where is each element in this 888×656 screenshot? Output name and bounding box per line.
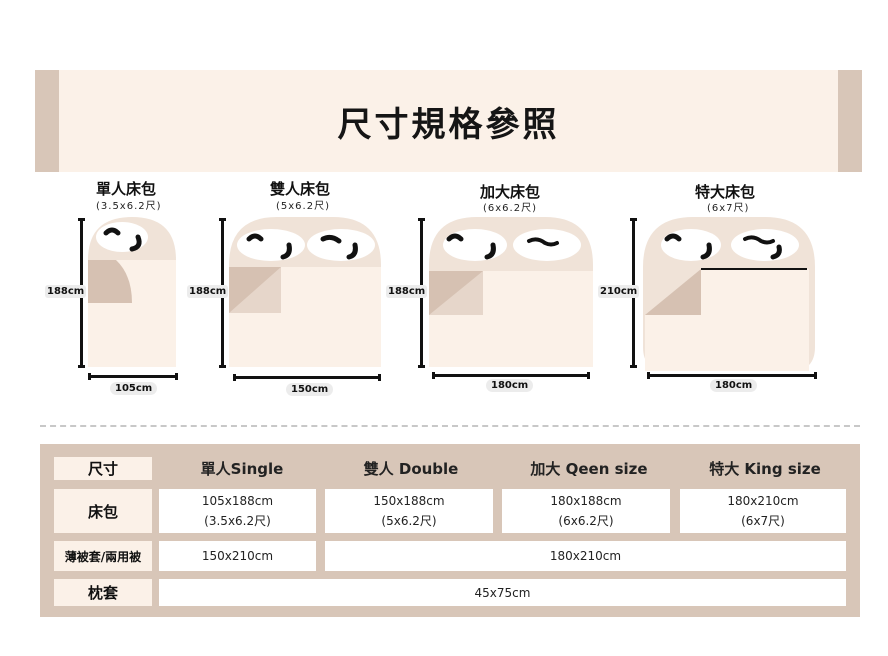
width-label-single: 105cm	[110, 382, 158, 395]
table-header-size: 尺寸	[54, 457, 152, 480]
bed-name-king: 特大床包	[695, 183, 756, 201]
dashed-divider	[40, 425, 860, 427]
bed-size-feet-queen: (6x6.2尺)	[483, 203, 537, 214]
table-cell: 180x210cm (6x7尺)	[680, 489, 846, 533]
height-label-double: 188cm	[187, 285, 229, 298]
header-banner-inner: 尺寸規格參照	[59, 70, 838, 172]
bed-name-single: 單人床包	[96, 180, 157, 198]
table-cell: 105x188cm (3.5x6.2尺)	[159, 489, 316, 533]
bed-illustration-queen	[429, 217, 593, 367]
table-cell: 180x188cm (6x6.2尺)	[502, 489, 670, 533]
table-row-label-duvet-cover: 薄被套/兩用被	[54, 541, 152, 571]
table-header-double: 雙人 Double	[363, 459, 459, 478]
cell-feet: (5x6.2尺)	[381, 514, 437, 528]
size-spec-table: 尺寸 單人Single 雙人 Double 加大 Qeen size 特大 Ki…	[40, 444, 860, 617]
table-cell: 150x188cm (5x6.2尺)	[325, 489, 493, 533]
bed-name-queen: 加大床包	[480, 183, 541, 201]
table-header-king: 特大 King size	[709, 459, 821, 478]
bed-illustration-king	[643, 217, 815, 371]
height-label-king: 210cm	[598, 285, 640, 298]
cell-cm: 180x210cm	[727, 494, 799, 508]
bed-illustration-double	[229, 217, 381, 367]
table-header-single: 單人Single	[200, 459, 284, 478]
table-cell: 180x210cm	[325, 541, 846, 571]
height-label-single: 188cm	[45, 285, 87, 298]
bed-illustration-single	[88, 217, 176, 367]
page-title: 尺寸規格參照	[337, 104, 560, 145]
width-dimension-line	[88, 373, 178, 380]
width-label-queen: 180cm	[486, 379, 534, 392]
bed-size-feet-king: (6x7尺)	[707, 203, 750, 214]
bed-name-double: 雙人床包	[270, 180, 331, 198]
cell-feet: (3.5x6.2尺)	[204, 514, 271, 528]
bed-size-feet-single: (3.5x6.2尺)	[96, 201, 162, 212]
bed-size-feet-double: (5x6.2尺)	[276, 201, 330, 212]
cell-cm: 150x188cm	[373, 494, 445, 508]
table-cell: 45x75cm	[159, 579, 846, 606]
width-dimension-line	[647, 372, 817, 379]
table-row-label-pillowcase: 枕套	[54, 579, 152, 606]
cell-feet: (6x6.2尺)	[558, 514, 614, 528]
width-label-double: 150cm	[286, 383, 334, 396]
width-dimension-line	[432, 372, 590, 379]
cell-cm: 105x188cm	[201, 494, 274, 508]
header-banner: 尺寸規格參照	[35, 70, 862, 172]
cell-feet: (6x7尺)	[741, 514, 785, 528]
table-cell: 150x210cm	[159, 541, 316, 571]
table-row-label-fitted-sheet: 床包	[54, 489, 152, 533]
width-dimension-line	[233, 374, 381, 381]
cell-cm: 180x188cm	[550, 494, 622, 508]
width-label-king: 180cm	[710, 379, 758, 392]
height-label-queen: 188cm	[386, 285, 428, 298]
table-header-queen: 加大 Qeen size	[530, 459, 648, 478]
